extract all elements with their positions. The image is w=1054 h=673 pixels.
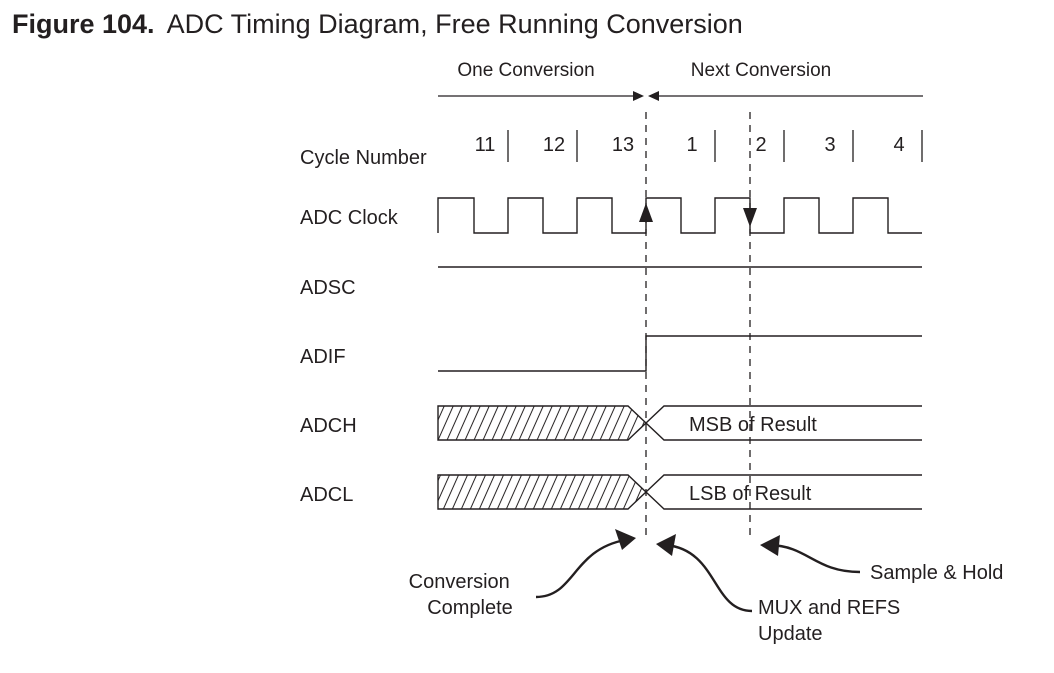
cycle-number: 1 — [686, 134, 697, 156]
adch-hatched-region — [437, 405, 648, 441]
annotation-arrows — [535, 538, 861, 613]
phase-arrow — [438, 91, 923, 101]
figure-title: Figure 104. ADC Timing Diagram, Free Runn… — [12, 9, 743, 39]
conversion-complete-arrow — [535, 538, 626, 599]
mux-refs-update-arrowhead — [656, 534, 676, 556]
label-adif: ADIF — [300, 346, 346, 368]
adc-clock-waveform — [437, 197, 922, 234]
sample-hold-arrowhead — [760, 535, 780, 556]
conversion-complete-arrowhead — [615, 529, 636, 550]
adcl-result-region — [644, 474, 922, 510]
adcl-hatched-region — [437, 474, 648, 510]
cycle-number: 2 — [755, 134, 766, 156]
adif-waveform — [438, 335, 922, 372]
adch-value: MSB of Result — [689, 414, 817, 436]
adch-result-region — [644, 405, 922, 441]
label-adch: ADCH — [300, 415, 357, 437]
dashed-reference-lines — [645, 112, 751, 540]
cycle-number: 12 — [543, 134, 565, 156]
cycle-number: 13 — [612, 134, 634, 156]
annotation-mux-refs-update: MUX and REFS Update — [758, 597, 906, 645]
phase-label-one-conversion: One Conversion — [457, 60, 594, 81]
adch-bus: MSB of Result — [437, 405, 922, 441]
mux-refs-update-arrow — [665, 543, 753, 613]
cycle-separators — [507, 130, 923, 162]
adcl-value: LSB of Result — [689, 483, 812, 505]
cycle-number: 4 — [893, 134, 904, 156]
label-cycle-number: Cycle Number — [300, 147, 427, 169]
annotation-arrowheads — [615, 529, 780, 556]
phase-label-next-conversion: Next Conversion — [691, 60, 831, 81]
label-adsc: ADSC — [300, 277, 356, 299]
adcl-bus: LSB of Result — [437, 474, 922, 510]
clock-falling-edge-arrow — [743, 208, 757, 227]
label-adc-clock: ADC Clock — [300, 207, 399, 229]
label-adcl: ADCL — [300, 484, 353, 506]
figure-caption: ADC Timing Diagram, Free Running Convers… — [167, 9, 743, 39]
clock-rising-edge-arrow — [639, 203, 653, 222]
annotation-sample-hold: Sample & Hold — [870, 562, 1003, 584]
sample-hold-arrow — [769, 543, 861, 574]
cycle-number: 11 — [475, 134, 496, 156]
figure-number: Figure 104. — [12, 9, 155, 39]
cycle-number: 3 — [824, 134, 835, 156]
annotation-conversion-complete: Conversion Complete — [409, 571, 516, 619]
